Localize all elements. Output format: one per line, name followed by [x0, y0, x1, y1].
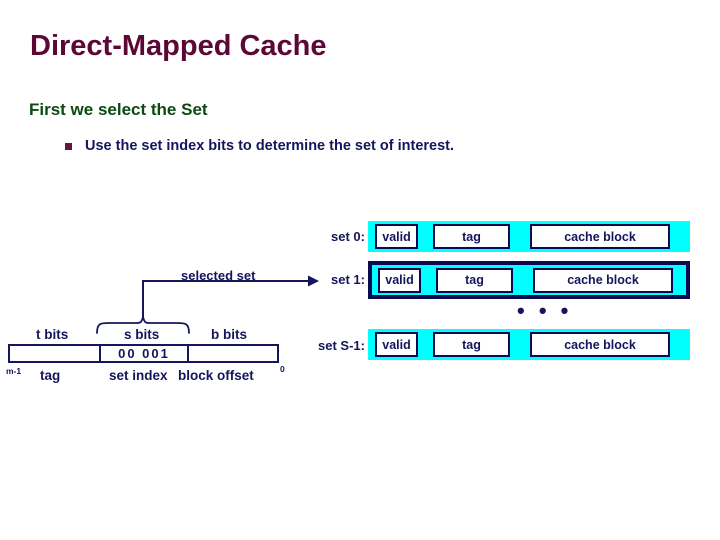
- tag-cell: tag: [436, 267, 513, 293]
- cache-row-cells: valid tag cache block: [369, 330, 689, 359]
- valid-bit-cell: valid: [375, 332, 418, 357]
- s-bits-brace-icon: [96, 314, 190, 334]
- tag-cell: tag: [433, 332, 510, 357]
- section-heading: First we select the Set: [29, 100, 208, 119]
- set-row-label-s-1: set S-1:: [318, 338, 365, 353]
- tag-field-label: tag: [40, 368, 61, 383]
- bullet-item-label: Use the set index bits to determine the …: [85, 138, 455, 154]
- vertical-ellipsis: • • •: [517, 298, 573, 323]
- cache-set-row-s-1: valid tag cache block: [368, 329, 690, 360]
- tag-cell: tag: [433, 224, 510, 249]
- cache-block-cell: cache block: [530, 332, 670, 357]
- set-index-bits-value: 00 001: [118, 346, 170, 361]
- cache-set-row-1-selected: valid tag cache block: [368, 261, 690, 299]
- valid-bit-cell: valid: [375, 224, 418, 249]
- address-bit-field-bar: 00 001: [8, 344, 279, 363]
- t-bits-label: t bits: [36, 327, 69, 342]
- valid-bit-cell: valid: [378, 267, 421, 293]
- s-bits-label: s bits: [124, 327, 160, 342]
- address-lsb-label: 0: [280, 364, 285, 374]
- cache-row-cells: valid tag cache block: [372, 265, 686, 295]
- set-index-field: 00 001: [99, 346, 189, 361]
- selected-set-label: selected set: [181, 268, 256, 283]
- set-row-label-0: set 0:: [331, 229, 365, 244]
- set-index-field-label: set index: [109, 368, 168, 383]
- address-msb-label: m-1: [6, 366, 22, 376]
- selected-set-arrow-icon: [142, 275, 319, 318]
- block-offset-field-label: block offset: [178, 368, 254, 383]
- cache-block-cell: cache block: [533, 267, 673, 293]
- page-title: Direct-Mapped Cache: [30, 30, 327, 62]
- cache-row-cells: valid tag cache block: [369, 222, 689, 251]
- cache-block-cell: cache block: [530, 224, 670, 249]
- set-row-label-1: set 1:: [331, 272, 365, 287]
- bullet-square-icon: [65, 142, 72, 150]
- b-bits-label: b bits: [211, 327, 247, 342]
- cache-set-row-0: valid tag cache block: [368, 221, 690, 252]
- bullet-item: Use the set index bits to determine the …: [65, 138, 454, 154]
